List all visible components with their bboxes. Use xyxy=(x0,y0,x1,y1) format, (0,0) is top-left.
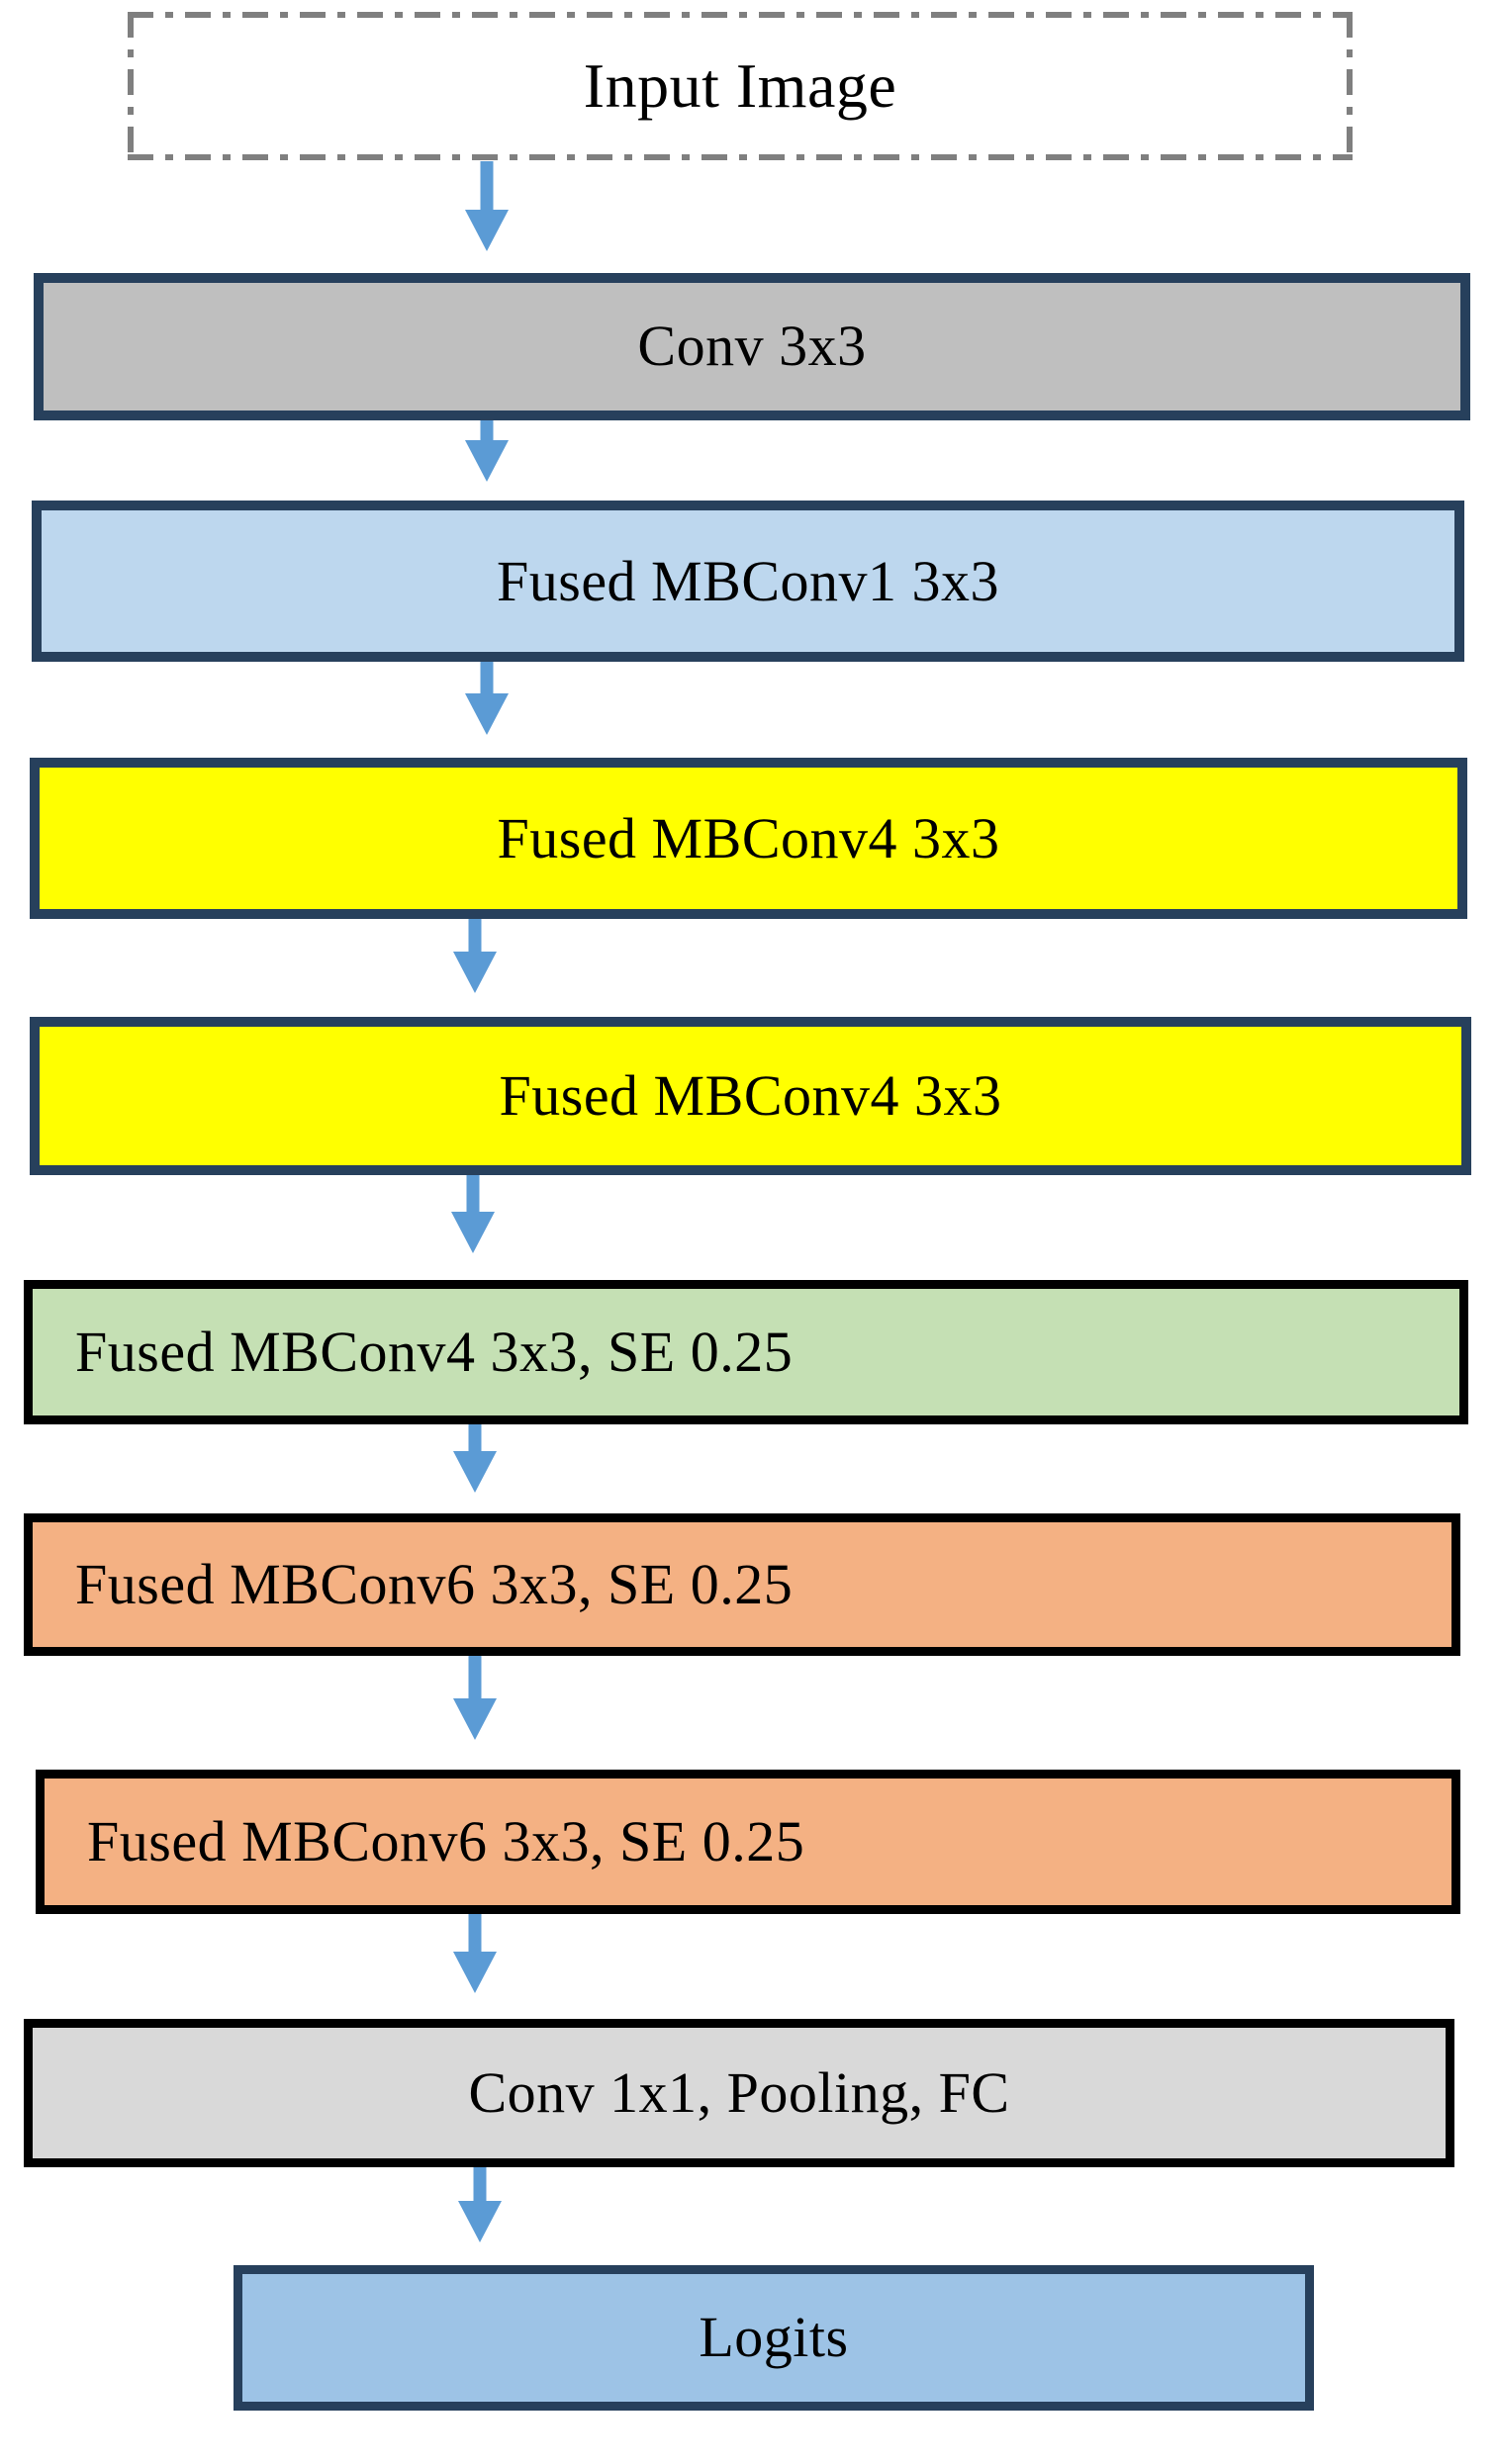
arrow-fused-mbconv6-se-a-to-fused-mbconv6-se-b xyxy=(452,1655,497,1770)
arrow-head xyxy=(450,1212,495,1254)
dashdot-border-bottom xyxy=(128,153,1353,160)
node-fused-mbconv4-a[interactable]: Fused MBConv4 3x3 xyxy=(30,757,1467,920)
arrow-input-image-to-conv-3x3 xyxy=(464,161,509,272)
arrow-conv-3x3-to-fused-mbconv1 xyxy=(464,420,509,501)
arrow-head xyxy=(452,952,497,994)
node-label-fused-mbconv1: Fused MBConv1 3x3 xyxy=(496,548,999,613)
node-label-input-image: Input Image xyxy=(583,50,897,122)
node-conv-3x3[interactable]: Conv 3x3 xyxy=(34,272,1470,421)
dashdot-border-left xyxy=(128,12,134,160)
arrow-head xyxy=(464,209,509,251)
node-fused-mbconv6-se-a[interactable]: Fused MBConv6 3x3, SE 0.25 xyxy=(24,1513,1460,1656)
arrow-head xyxy=(452,1450,497,1493)
arrow-conv-1x1-pool-fc-to-logits xyxy=(457,2166,502,2266)
node-label-fused-mbconv6-se-b: Fused MBConv6 3x3, SE 0.25 xyxy=(87,1809,805,1874)
node-input-image[interactable]: Input Image xyxy=(128,12,1353,160)
node-label-conv-3x3: Conv 3x3 xyxy=(637,314,867,379)
node-label-fused-mbconv4-a: Fused MBConv4 3x3 xyxy=(497,805,1000,870)
node-label-conv-1x1-pool-fc: Conv 1x1, Pooling, FC xyxy=(468,2059,1010,2125)
node-label-logits: Logits xyxy=(699,2305,849,2370)
arrow-fused-mbconv4-a-to-fused-mbconv4-b xyxy=(452,919,497,1016)
node-conv-1x1-pool-fc[interactable]: Conv 1x1, Pooling, FC xyxy=(24,2019,1454,2167)
arrow-head xyxy=(457,2200,502,2242)
node-logits[interactable]: Logits xyxy=(234,2265,1314,2411)
node-label-fused-mbconv4-b: Fused MBConv4 3x3 xyxy=(499,1062,1002,1128)
arrow-head xyxy=(464,692,509,735)
dashdot-border-right xyxy=(1347,12,1353,160)
dashdot-border-top xyxy=(128,12,1353,19)
node-fused-mbconv6-se-b[interactable]: Fused MBConv6 3x3, SE 0.25 xyxy=(36,1769,1460,1915)
node-fused-mbconv4-se[interactable]: Fused MBConv4 3x3, SE 0.25 xyxy=(24,1279,1468,1425)
arrow-head xyxy=(464,440,509,483)
arrow-fused-mbconv4-b-to-fused-mbconv4-se xyxy=(450,1174,495,1280)
arrow-head xyxy=(452,1951,497,1993)
node-fused-mbconv4-b[interactable]: Fused MBConv4 3x3 xyxy=(30,1016,1471,1175)
node-label-fused-mbconv4-se: Fused MBConv4 3x3, SE 0.25 xyxy=(75,1319,794,1384)
arrow-fused-mbconv1-to-fused-mbconv4-a xyxy=(464,662,509,758)
arrow-fused-mbconv6-se-b-to-conv-1x1-pool-fc xyxy=(452,1914,497,2019)
node-fused-mbconv1[interactable]: Fused MBConv1 3x3 xyxy=(32,500,1464,663)
node-label-fused-mbconv6-se-a: Fused MBConv6 3x3, SE 0.25 xyxy=(75,1552,794,1617)
arrow-head xyxy=(452,1698,497,1741)
arrow-fused-mbconv4-se-to-fused-mbconv6-se-a xyxy=(452,1424,497,1513)
